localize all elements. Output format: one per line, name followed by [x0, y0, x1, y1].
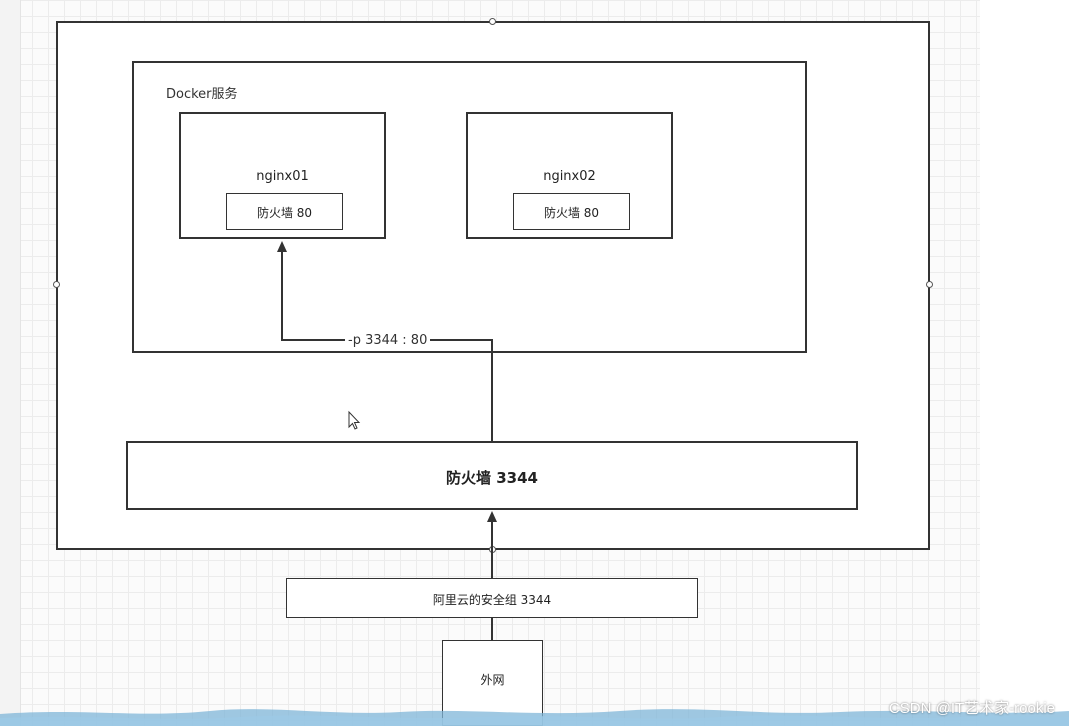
port-mapping-label: -p 3344 : 80 — [345, 333, 431, 348]
host-firewall-box[interactable]: 防火墙 3344 — [126, 441, 858, 510]
selection-handle-right[interactable] — [926, 281, 933, 288]
container-nginx01[interactable]: nginx01 防火墙 80 — [179, 112, 386, 239]
bottom-wave-decoration — [0, 709, 1069, 726]
selection-handle-top[interactable] — [489, 18, 496, 25]
aliyun-security-group-box[interactable]: 阿里云的安全组 3344 — [286, 578, 698, 618]
port-mapping-arrowhead — [277, 241, 287, 252]
mouse-cursor-icon — [348, 410, 361, 430]
csdn-watermark: CSDN @IT艺术家-rookie — [888, 700, 1055, 717]
container-nginx02[interactable]: nginx02 防火墙 80 — [466, 112, 673, 239]
container-firewall-nginx02[interactable]: 防火墙 80 — [513, 193, 630, 230]
container-name-nginx01: nginx01 — [256, 169, 309, 184]
aliyun-security-group-label: 阿里云的安全组 3344 — [432, 593, 552, 607]
internet-label: 外网 — [480, 673, 505, 687]
security-to-firewall-arrowhead — [487, 511, 497, 522]
docker-service-label: Docker服务 — [166, 87, 238, 102]
host-firewall-label: 防火墙 3344 — [446, 469, 538, 487]
container-name-nginx02: nginx02 — [543, 169, 596, 184]
container-firewall-nginx01[interactable]: 防火墙 80 — [226, 193, 343, 230]
left-scrollbar[interactable] — [0, 0, 21, 726]
container-firewall-label-nginx01: 防火墙 80 — [256, 206, 313, 220]
container-firewall-label-nginx02: 防火墙 80 — [543, 206, 600, 220]
selection-handle-left[interactable] — [53, 281, 60, 288]
right-margin — [980, 0, 1069, 726]
